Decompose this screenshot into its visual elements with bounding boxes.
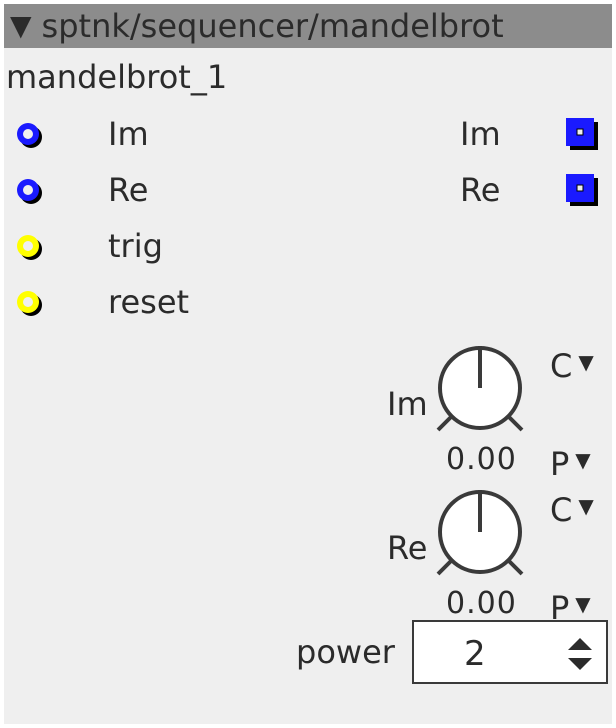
power-label: power xyxy=(296,633,395,671)
input-port-label: Re xyxy=(108,171,149,209)
dropdown-arrow-icon: ▼ xyxy=(578,494,594,518)
input-port-trig: trig xyxy=(4,226,612,266)
module-header[interactable]: ▼ sptnk/sequencer/mandelbrot xyxy=(4,4,612,48)
knob-re-rotary-knob-icon[interactable] xyxy=(434,484,524,580)
knob-re-top-mode-dropdown[interactable]: C▼ xyxy=(550,488,594,528)
dropdown-arrow-icon: ▼ xyxy=(575,448,591,472)
knob-im-top-mode-dropdown[interactable]: C▼ xyxy=(550,344,594,384)
power-spinbox[interactable]: 2 xyxy=(412,620,608,684)
input-port-trig-jack-icon[interactable] xyxy=(14,232,44,262)
input-port-reset-jack-icon[interactable] xyxy=(14,288,44,318)
mode-value: C xyxy=(550,491,573,529)
mode-value: C xyxy=(550,347,573,385)
knob-re-block: Re 0.00 C▼ P▼ xyxy=(384,482,612,628)
input-port-label: reset xyxy=(108,283,190,321)
knob-re-bottom-mode-dropdown[interactable]: P▼ xyxy=(550,586,591,626)
output-port-label: Re xyxy=(460,171,501,209)
output-port-label: Im xyxy=(460,115,501,153)
output-port-im-jack-icon[interactable] xyxy=(566,118,598,150)
dropdown-arrow-icon: ▼ xyxy=(575,592,591,616)
input-port-im: Im Im xyxy=(4,114,612,154)
input-port-reset: reset xyxy=(4,282,612,322)
dropdown-arrow-icon: ▼ xyxy=(578,350,594,374)
knob-im-bottom-mode-dropdown[interactable]: P▼ xyxy=(550,442,591,482)
input-port-label: trig xyxy=(108,227,163,265)
up-down-stepper-icon[interactable] xyxy=(564,634,596,674)
knob-value: 0.00 xyxy=(446,442,517,477)
input-port-label: Im xyxy=(108,115,149,153)
knob-label: Re xyxy=(387,529,428,567)
knob-value: 0.00 xyxy=(446,586,517,621)
instance-name: mandelbrot_1 xyxy=(6,58,228,96)
input-port-re-jack-icon[interactable] xyxy=(14,176,44,206)
knob-label: Im xyxy=(387,385,428,423)
knob-im-block: Im 0.00 C▼ P▼ xyxy=(384,338,612,484)
power-value[interactable]: 2 xyxy=(464,634,486,674)
output-port-re-jack-icon[interactable] xyxy=(566,174,598,206)
mode-value: P xyxy=(550,445,570,483)
mode-value: P xyxy=(550,589,570,627)
input-port-im-jack-icon[interactable] xyxy=(14,120,44,150)
knob-im-rotary-knob-icon[interactable] xyxy=(434,340,524,436)
collapse-triangle-icon[interactable]: ▼ xyxy=(10,9,32,42)
mandelbrot-module: ▼ sptnk/sequencer/mandelbrot mandelbrot_1… xyxy=(4,4,612,724)
input-port-re: Re Re xyxy=(4,170,612,210)
module-path: sptnk/sequencer/mandelbrot xyxy=(41,7,504,45)
